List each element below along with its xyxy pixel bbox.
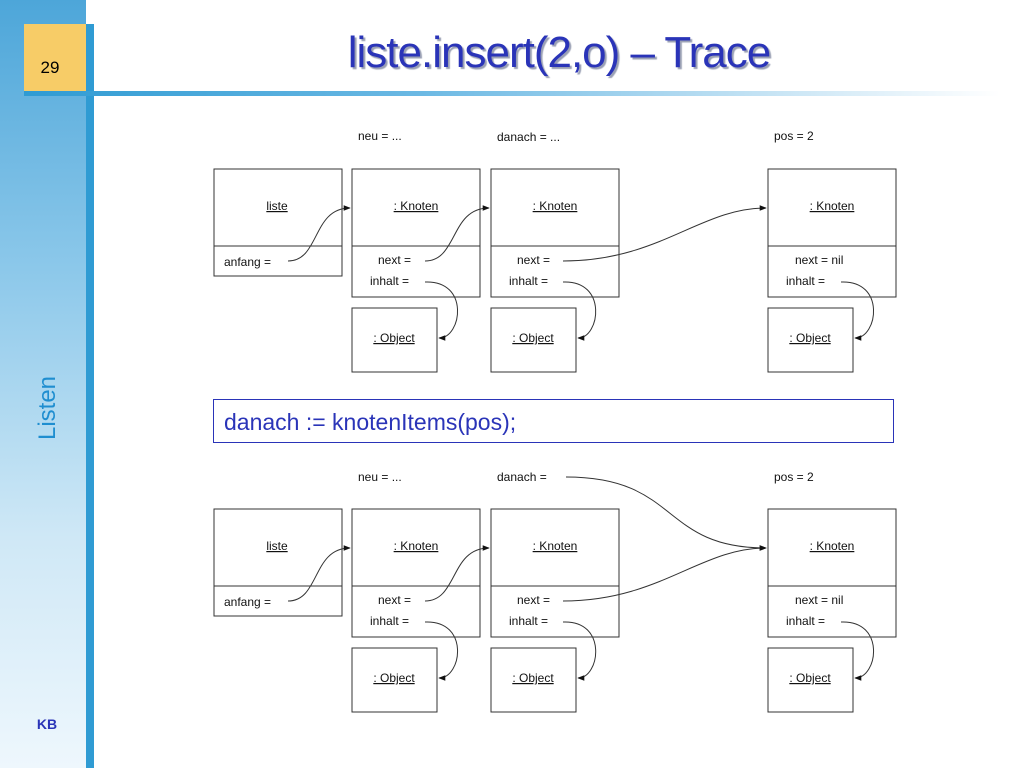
object-title: : Object xyxy=(373,671,415,685)
inhalt-label: inhalt = xyxy=(370,614,409,628)
inhalt-arrow xyxy=(840,281,874,341)
liste-title: liste xyxy=(266,539,288,553)
next-label: next = xyxy=(378,253,411,267)
object-node: : Object xyxy=(490,307,577,373)
inhalt-arrow xyxy=(424,281,458,341)
knoten-node: : Knoten next = nil inhalt = xyxy=(767,168,897,298)
diagram-before: neu = ... danach = ... pos = 2 liste anf… xyxy=(213,129,897,373)
knoten-node: : Knoten next = inhalt = xyxy=(490,168,620,298)
knoten-title: : Knoten xyxy=(810,199,855,213)
inhalt-arrow xyxy=(562,621,597,681)
inhalt-label: inhalt = xyxy=(370,274,409,288)
object-node: : Object xyxy=(767,647,854,713)
page-number: 29 xyxy=(40,58,60,77)
knoten-node: : Knoten next = inhalt = xyxy=(490,508,620,638)
object-node: : Object xyxy=(351,647,438,713)
liste-object: liste anfang = xyxy=(213,508,343,617)
object-title: : Object xyxy=(789,671,831,685)
code-statement-box: danach := knotenItems(pos); xyxy=(213,399,894,443)
slide-title: liste.insert(2,o) – Trace xyxy=(347,28,772,77)
diagram-after: neu = ... danach = pos = 2 liste anfang … xyxy=(213,470,897,713)
sidebar-divider xyxy=(86,24,94,768)
inhalt-label: inhalt = xyxy=(786,274,825,288)
liste-object: liste anfang = xyxy=(213,168,343,277)
pos-label: pos = 2 xyxy=(774,470,814,484)
knoten-node: : Knoten next = inhalt = xyxy=(351,168,481,298)
inhalt-arrow xyxy=(562,281,597,341)
anfang-label: anfang = xyxy=(224,255,271,269)
object-node: : Object xyxy=(767,307,854,373)
anfang-arrow xyxy=(287,205,351,262)
anfang-arrow xyxy=(287,545,351,602)
knoten-title: : Knoten xyxy=(394,199,439,213)
next-arrow xyxy=(562,205,767,262)
danach-label: danach = ... xyxy=(497,130,560,144)
inhalt-label: inhalt = xyxy=(786,614,825,628)
liste-title: liste xyxy=(266,199,288,213)
anfang-label: anfang = xyxy=(224,595,271,609)
knoten-node: : Knoten next = nil inhalt = xyxy=(767,508,897,638)
neu-label: neu = ... xyxy=(358,470,402,484)
next-arrow xyxy=(424,205,490,262)
danach-arrow xyxy=(565,476,767,551)
title-underline xyxy=(24,91,1000,96)
code-statement: danach := knotenItems(pos); xyxy=(224,409,517,435)
next-label: next = xyxy=(517,253,550,267)
sidebar-gradient xyxy=(0,0,86,768)
neu-label: neu = ... xyxy=(358,129,402,143)
object-title: : Object xyxy=(373,331,415,345)
inhalt-label: inhalt = xyxy=(509,274,548,288)
inhalt-label: inhalt = xyxy=(509,614,548,628)
object-title: : Object xyxy=(789,331,831,345)
knoten-node: : Knoten next = inhalt = xyxy=(351,508,481,638)
knoten-title: : Knoten xyxy=(394,539,439,553)
next-label: next = xyxy=(517,593,550,607)
danach-label: danach = xyxy=(497,470,547,484)
object-node: : Object xyxy=(490,647,577,713)
object-title: : Object xyxy=(512,331,554,345)
object-node: : Object xyxy=(351,307,438,373)
next-label: next = xyxy=(378,593,411,607)
knoten-title: : Knoten xyxy=(533,199,578,213)
knoten-title: : Knoten xyxy=(533,539,578,553)
knoten-title: : Knoten xyxy=(810,539,855,553)
object-title: : Object xyxy=(512,671,554,685)
inhalt-arrow xyxy=(840,621,874,681)
inhalt-arrow xyxy=(424,621,458,681)
page-number-box xyxy=(24,24,86,94)
footer-initials: KB xyxy=(36,716,58,732)
next-nil-label: next = nil xyxy=(795,253,843,267)
pos-label: pos = 2 xyxy=(774,129,814,143)
next-arrow xyxy=(562,545,767,602)
next-arrow xyxy=(424,545,490,602)
next-nil-label: next = nil xyxy=(795,593,843,607)
